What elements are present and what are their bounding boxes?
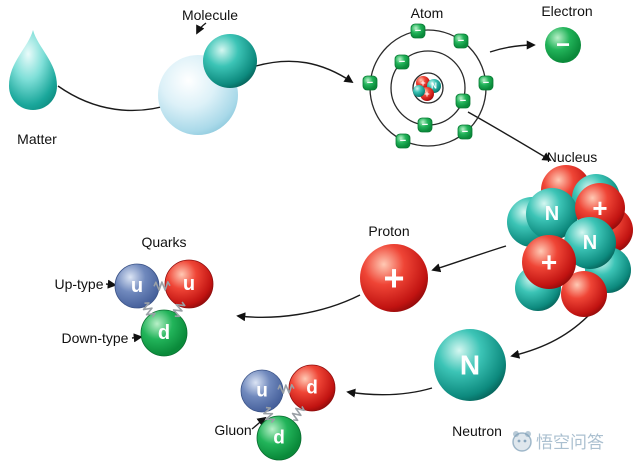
mini-neutron — [413, 85, 425, 97]
plus-icon: + — [424, 89, 429, 99]
minus-icon: − — [422, 119, 428, 131]
down-quark-letter: d — [273, 428, 285, 449]
up-quark-letter: u — [256, 381, 268, 402]
nucleus-label: Nucleus — [547, 149, 598, 165]
arrow-molecule-label — [196, 22, 207, 35]
quark-cluster-proton: u u d — [114, 259, 214, 357]
electron-particle: − — [394, 54, 410, 70]
minus-icon: − — [399, 56, 405, 68]
atom-label: Atom — [411, 5, 444, 21]
nucleus-cluster: N + N + — [507, 165, 633, 317]
gluon-spring — [142, 302, 156, 318]
nucleus-neutron — [564, 217, 616, 269]
electron-particle: − — [453, 33, 469, 49]
proton-ball — [360, 244, 428, 312]
watermark-text: 悟空问答 — [536, 433, 604, 452]
electron-particle: − — [417, 117, 433, 133]
neutron-ball — [434, 329, 506, 401]
arrow-downtype-to-quark — [131, 333, 143, 343]
gluon-spring — [277, 383, 295, 395]
atom-figure: + N + − − − − − − − − − — [362, 23, 494, 149]
quarks-label: Quarks — [141, 234, 186, 250]
plus-icon: + — [592, 193, 607, 223]
down-quark-ball — [256, 415, 302, 461]
minus-icon: − — [400, 135, 406, 147]
down-quark-ball — [288, 364, 336, 412]
electron-particle: − — [395, 133, 411, 149]
orbit-ring-nucleus — [412, 72, 444, 104]
electron-particle: − — [362, 75, 378, 91]
minus-icon: − — [415, 25, 421, 37]
water-drop-icon — [9, 30, 57, 110]
watermark: 悟空问答 — [512, 431, 604, 452]
proton-label: Proton — [368, 223, 409, 239]
orbit-electrons: − − − − − − − − − — [362, 23, 494, 149]
up-quark-letter: u — [131, 275, 143, 297]
arrow-molecule-to-atom — [255, 60, 354, 84]
molecule-small-sphere — [203, 34, 257, 88]
nucleus-proton — [522, 235, 576, 289]
neutron-letter-icon: N — [431, 82, 437, 91]
arrow-neutron-to-quarks — [346, 387, 433, 398]
gluon-label: Gluon — [214, 422, 251, 438]
matter-label: Matter — [17, 131, 57, 147]
electron-ball — [545, 27, 581, 63]
minus-icon: − — [483, 77, 489, 89]
plus-icon: + — [541, 247, 557, 278]
electron-label: Electron — [541, 3, 592, 19]
up-quark-letter: u — [183, 273, 195, 295]
minus-icon: − — [458, 35, 464, 47]
electron-particle: − — [457, 124, 473, 140]
arrow-matter-to-molecule — [57, 85, 174, 112]
electron-particle: − — [478, 75, 494, 91]
plus-icon: + — [383, 258, 404, 299]
gluon-spring — [263, 406, 276, 424]
minus-icon: − — [556, 32, 570, 59]
minus-icon: − — [460, 95, 466, 107]
gluon-spring — [153, 281, 171, 291]
arrow-nucleus-to-neutron — [510, 311, 593, 359]
down-type-label: Down-type — [62, 330, 129, 346]
arrow-nucleus-to-proton — [431, 245, 507, 273]
molecule-label: Molecule — [182, 7, 238, 23]
down-quark-letter: d — [306, 378, 318, 399]
up-type-label: Up-type — [54, 276, 103, 292]
nucleus-proton — [561, 271, 607, 317]
up-quark-ball — [114, 263, 160, 309]
minus-icon: − — [367, 77, 373, 89]
neutron-letter-icon: N — [545, 203, 559, 225]
arrow-uptype-to-quark — [105, 279, 117, 289]
plus-icon: + — [420, 78, 425, 88]
quark-cluster-neutron: u d d — [240, 364, 336, 461]
arrow-proton-to-quarks — [236, 294, 361, 322]
arrow-atom-to-electron — [489, 40, 536, 53]
minus-icon: − — [462, 126, 468, 138]
arrow-atom-to-nucleus — [467, 111, 552, 161]
neutron-letter-icon: N — [460, 350, 480, 381]
down-quark-letter: d — [158, 322, 170, 344]
arrow-gluon-label — [251, 416, 267, 430]
gluon-spring — [172, 301, 186, 318]
neutron-letter-icon: N — [583, 232, 597, 254]
nucleus-neutron — [526, 188, 578, 240]
gluon-spring — [291, 406, 305, 422]
down-quark-ball — [140, 309, 188, 357]
electron-particle: − — [455, 93, 471, 109]
up-quark-ball — [164, 259, 214, 309]
electron-particle: − — [410, 23, 426, 39]
neutron-label: Neutron — [452, 423, 502, 439]
watermark-logo-icon — [512, 431, 532, 452]
